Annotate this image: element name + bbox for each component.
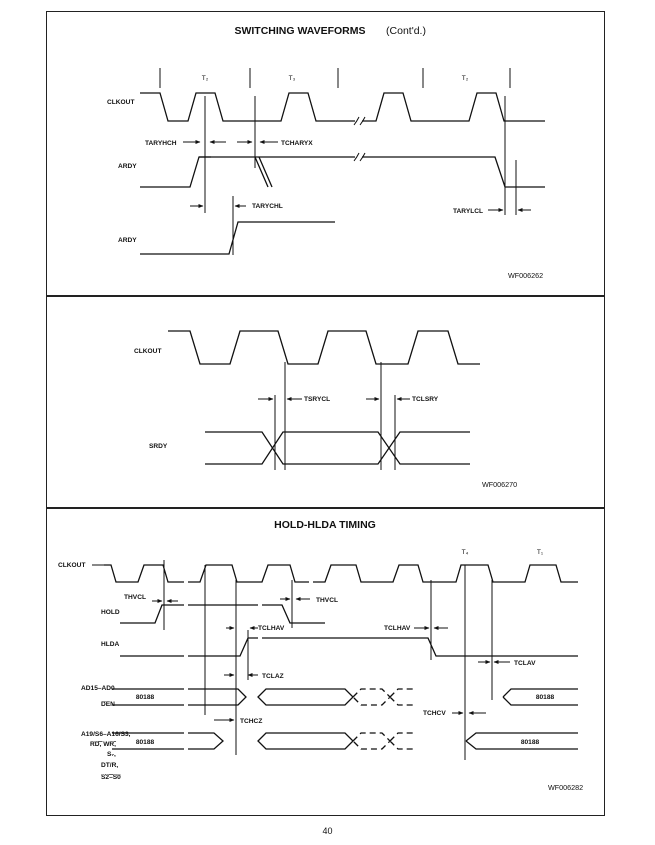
timing-label-tarylcl: TARYLCL (453, 208, 483, 215)
state-t4: T₄ (462, 549, 469, 556)
timing-label-tarychl: TARYCHL (252, 203, 283, 210)
ad-bus-left-value: 80188 (136, 694, 155, 701)
timing-label-thvcl-b: THVCL (316, 597, 338, 604)
signal-label-ardy2: ARDY (118, 237, 137, 244)
a19-bus-left-value: 80188 (136, 739, 155, 746)
signal-label-a19-line3: S₇, (107, 751, 116, 758)
timing-label-tchcz: TCHCZ (240, 718, 262, 725)
figure-ref-wf006282: WF006282 (548, 783, 583, 792)
waveform-ardy-hold-window (199, 156, 273, 188)
waveform-a19-bus-dashed (178, 732, 414, 750)
panel3-signal-label-clkout: CLKOUT (58, 562, 85, 569)
clock-break-mark (353, 116, 366, 126)
reference-lines-panel2 (274, 362, 396, 470)
figure-ref-wf006270: WF006270 (482, 480, 517, 489)
panel3-title: HOLD-HLDA TIMING (274, 519, 376, 531)
panel2-signal-label-clkout: CLKOUT (134, 348, 161, 355)
ardy-break-mark (353, 152, 366, 162)
a19-bus-right-value: 80188 (521, 739, 540, 746)
waveform-ardy2 (140, 221, 335, 255)
waveform-clkout (140, 92, 545, 122)
timing-label-tclav: TCLAV (514, 660, 536, 667)
page-number: 40 (322, 826, 333, 836)
timing-label-tclhav-b: TCLHAV (384, 625, 411, 632)
waveform-a19-bus (112, 732, 578, 750)
state-t3: T₃ (289, 75, 296, 82)
signal-label-ardy: ARDY (118, 163, 137, 170)
signal-label-hold: HOLD (101, 609, 120, 616)
timing-label-taryhch: TARYHCH (145, 140, 177, 147)
figure-ref-wf006262: WF006262 (508, 271, 543, 280)
timing-label-tsrycl: TSRYCL (304, 396, 330, 403)
panel2-waveform-clkout (168, 330, 480, 365)
timing-label-tclaz: TCLAZ (262, 673, 284, 680)
reference-lines-panel3 (163, 560, 493, 760)
signal-label-a19-line5: S2–S0 (101, 774, 121, 781)
state-t1: T₁ (537, 549, 544, 556)
signal-label-a19-line1: A19/S6–A16/S3, (81, 731, 131, 738)
state-t2: T₂ (202, 75, 209, 82)
waveform-ad-bus (112, 688, 578, 706)
signal-label-hlda: HLDA (101, 641, 120, 648)
waveform-srdy (205, 431, 470, 465)
panel-frame-hold-hlda-timing (46, 508, 605, 816)
timing-label-tchcv: TCHCV (423, 710, 446, 717)
waveform-ad-bus-dashed (178, 688, 414, 706)
signal-label-a19-line4: DT/R, (101, 762, 118, 769)
timing-label-tcharyx: TCHARYX (281, 140, 313, 147)
timing-label-tclhav-a: TCLHAV (258, 625, 285, 632)
panel-frame-srdy-waveforms (46, 296, 605, 508)
state-t2b: T₂ (462, 75, 469, 82)
timing-label-tclsry: TCLSRY (412, 396, 439, 403)
signal-label-clkout: CLKOUT (107, 99, 134, 106)
panel-frame-ready-waveforms (46, 11, 605, 296)
state-boundary-ticks (159, 68, 511, 88)
waveform-hlda (120, 637, 578, 657)
ad-bus-right-value: 80188 (536, 694, 555, 701)
signal-label-a19-line2: RD, WR, (90, 741, 116, 748)
waveform-hold (120, 604, 325, 624)
hlda-gap-dashes (178, 637, 262, 657)
reference-lines-panel1 (204, 96, 517, 255)
panel1-title: SWITCHING WAVEFORMS (234, 25, 365, 37)
waveform-ardy (140, 156, 545, 188)
panel1-title-suffix: (Cont'd.) (386, 25, 426, 37)
signal-label-den: DEN (101, 701, 115, 708)
timing-label-thvcl-a: THVCL (124, 594, 146, 601)
panel3-waveform-clkout (104, 564, 578, 583)
signal-label-ad15-ad0: AD15–AD0 (81, 685, 115, 692)
panel2-signal-label-srdy: SRDY (149, 443, 168, 450)
